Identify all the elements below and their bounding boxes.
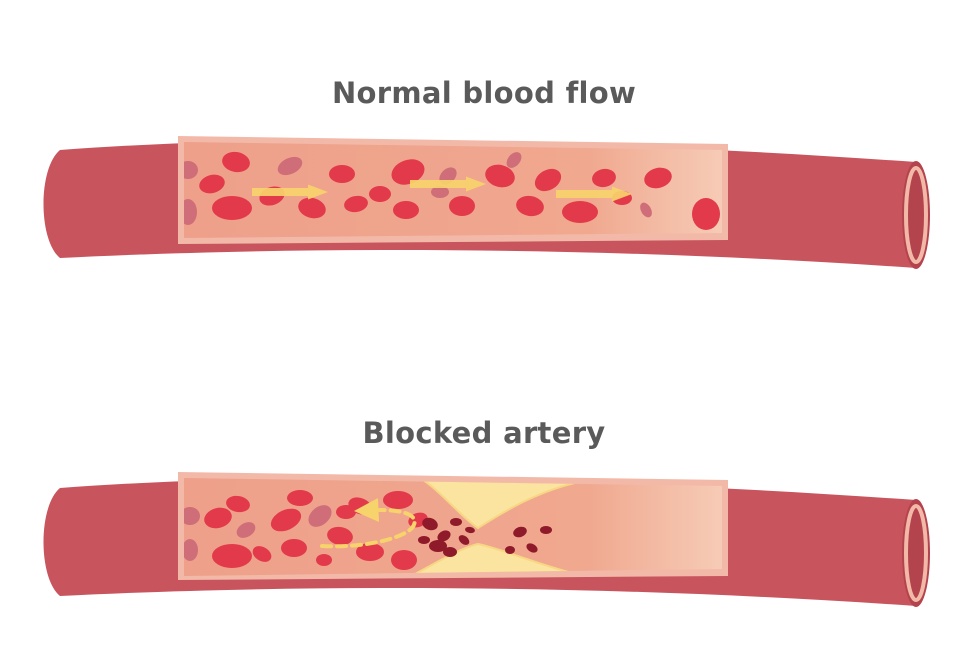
plaque-top bbox=[416, 478, 591, 530]
blocked-artery bbox=[43, 472, 930, 607]
red-blood-cell bbox=[327, 526, 353, 546]
curved-arrow-back-icon bbox=[320, 498, 417, 549]
red-blood-cell bbox=[391, 159, 425, 185]
clot-cell bbox=[540, 526, 552, 534]
red-blood-cell bbox=[204, 507, 232, 529]
red-blood-cell bbox=[287, 490, 313, 506]
red-blood-cell bbox=[640, 202, 652, 218]
arrow-right-icon bbox=[252, 184, 328, 200]
clot-cell bbox=[418, 536, 430, 544]
red-blood-cells bbox=[184, 490, 428, 570]
red-blood-cell bbox=[644, 167, 672, 189]
red-blood-cell bbox=[562, 201, 598, 223]
red-blood-cell bbox=[199, 174, 225, 194]
red-blood-cell bbox=[212, 544, 252, 568]
red-blood-cell bbox=[226, 495, 250, 513]
clot-cell bbox=[458, 535, 470, 545]
clot-cell bbox=[513, 526, 527, 538]
clot-cell bbox=[450, 518, 462, 526]
red-blood-cell bbox=[184, 199, 197, 225]
red-blood-cell bbox=[391, 550, 417, 570]
red-blood-cell bbox=[506, 152, 522, 168]
red-blood-cell bbox=[298, 197, 326, 219]
clot-cell bbox=[429, 540, 447, 552]
flow-arrows bbox=[252, 176, 632, 202]
red-blood-cell bbox=[393, 201, 419, 219]
vessel-lumen bbox=[184, 478, 722, 576]
normal-artery bbox=[43, 136, 930, 269]
red-blood-cell bbox=[431, 186, 449, 198]
arrow-right-icon bbox=[556, 186, 632, 202]
red-blood-cell bbox=[449, 196, 475, 216]
red-blood-cell bbox=[236, 522, 256, 538]
red-blood-cell bbox=[356, 543, 384, 561]
clot-cells bbox=[418, 517, 552, 557]
red-blood-cell bbox=[592, 168, 616, 188]
clot-cell bbox=[443, 547, 457, 557]
clot-cell bbox=[526, 543, 538, 553]
red-blood-cell bbox=[316, 554, 332, 566]
plaque-bottom bbox=[407, 542, 593, 576]
red-blood-cell bbox=[692, 198, 720, 230]
blocked-artery-title: Blocked artery bbox=[362, 416, 606, 450]
red-blood-cell bbox=[184, 539, 198, 561]
red-blood-cell bbox=[270, 508, 302, 532]
red-blood-cell bbox=[281, 539, 307, 557]
clot-cell bbox=[505, 546, 515, 554]
red-blood-cell bbox=[212, 196, 252, 220]
red-blood-cell bbox=[516, 195, 544, 217]
red-blood-cell bbox=[222, 151, 250, 173]
red-blood-cell bbox=[485, 164, 515, 188]
red-blood-cell bbox=[369, 186, 391, 202]
red-blood-cell bbox=[329, 165, 355, 183]
red-blood-cell bbox=[252, 546, 272, 562]
red-blood-cell bbox=[383, 491, 413, 509]
arrow-right-icon bbox=[410, 176, 486, 192]
red-blood-cell bbox=[534, 168, 562, 192]
red-blood-cell bbox=[184, 161, 198, 179]
red-blood-cell bbox=[308, 505, 332, 527]
clot-cell bbox=[465, 526, 475, 534]
clot-cell bbox=[422, 517, 438, 531]
clot-cell bbox=[437, 530, 451, 542]
normal-blood-flow-title: Normal blood flow bbox=[331, 76, 637, 110]
red-blood-cell bbox=[344, 195, 368, 213]
red-blood-cell bbox=[184, 507, 200, 525]
red-blood-cell bbox=[277, 156, 303, 176]
